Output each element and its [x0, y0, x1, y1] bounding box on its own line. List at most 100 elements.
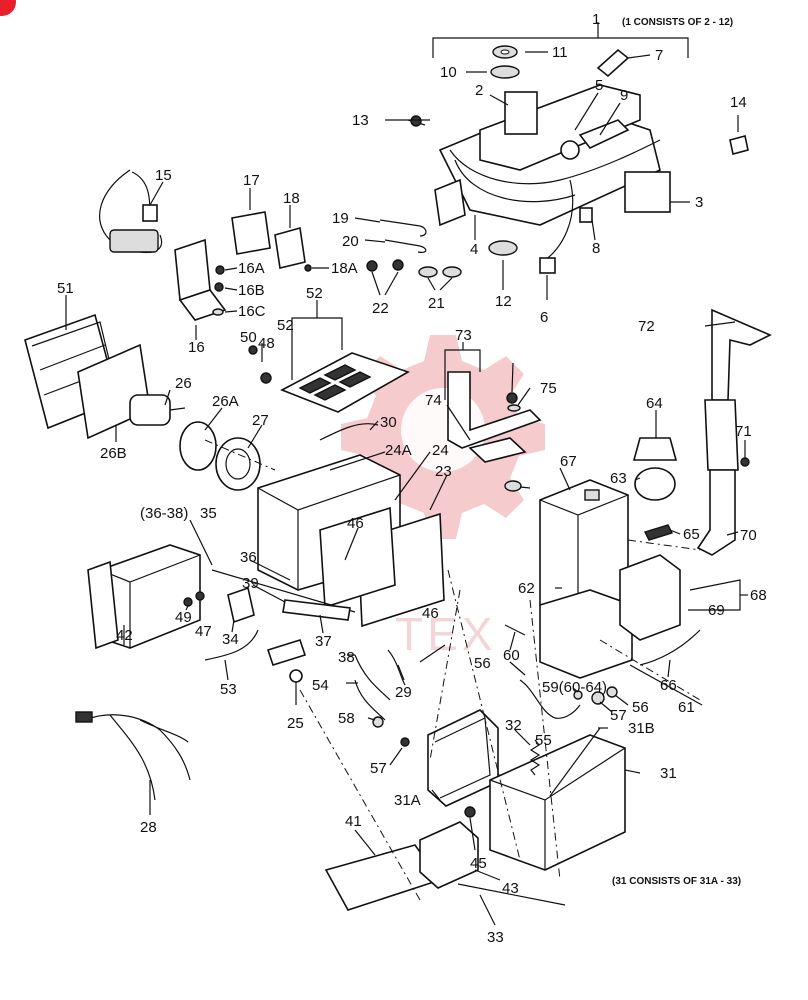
- part-labels: 1 (1 CONSISTS OF 2 - 12) 11 10 7 2 5 9 1…: [57, 11, 767, 946]
- label-22: 22: [372, 300, 389, 317]
- label-61: 63: [610, 470, 627, 487]
- grille-49: [280, 352, 410, 413]
- label-8: 8: [592, 240, 600, 257]
- label-30: 30: [380, 414, 397, 431]
- wire-64: [639, 629, 701, 666]
- label-19: 19: [332, 210, 349, 227]
- flange-26A: [179, 421, 217, 471]
- clamp-69: [740, 457, 750, 467]
- clamp-57b: [573, 690, 583, 700]
- label-52b: 55: [535, 732, 552, 749]
- label-24: 24: [432, 442, 449, 459]
- bolt-13: [407, 115, 426, 127]
- label-10: 10: [440, 64, 457, 81]
- label-69: 71: [735, 423, 752, 440]
- screw-22b: [392, 259, 404, 271]
- label-27: 27: [252, 412, 269, 429]
- label-21: 21: [428, 295, 445, 312]
- watermark-text: TEX: [395, 608, 496, 660]
- label-35: 35: [200, 505, 217, 522]
- label-41: 43: [502, 880, 519, 897]
- hose-38: [354, 654, 391, 701]
- nut-46b: [260, 372, 272, 384]
- label-18A: 18A: [331, 260, 358, 277]
- label-59: 61: [678, 699, 695, 716]
- snorkel-70: [696, 308, 772, 556]
- label-40: 41: [345, 813, 362, 830]
- motor-26: [129, 394, 186, 426]
- label-23: 23: [435, 463, 452, 480]
- wire-30: [319, 423, 379, 441]
- blower-wheel-27: [215, 437, 261, 491]
- clamp-19: [379, 219, 427, 237]
- label-39: 39: [242, 575, 259, 592]
- label-50: 52: [277, 317, 294, 334]
- label-36: 36: [240, 549, 257, 566]
- spring-32: [529, 739, 541, 776]
- hose-29: [387, 649, 406, 686]
- label-6: 6: [540, 309, 548, 326]
- label-16B: 16B: [238, 282, 265, 299]
- fitting-55: [591, 691, 605, 705]
- label-9: 9: [620, 87, 628, 104]
- hose-52b: [519, 679, 581, 719]
- label-37: 37: [315, 633, 332, 650]
- label-3: 3: [695, 194, 703, 211]
- label-58: 60: [503, 647, 520, 664]
- valve-25: [266, 639, 307, 683]
- label-38: 38: [338, 649, 355, 666]
- panel-44: [319, 506, 396, 609]
- nut-46a: [195, 591, 205, 601]
- enclosure-59: [539, 589, 633, 679]
- label-16C: 16C: [238, 303, 266, 320]
- clip-58: [504, 624, 526, 636]
- clip-56: [606, 686, 618, 698]
- bracket-1: [432, 22, 689, 58]
- label-44: 46: [347, 515, 364, 532]
- rod-31B: [549, 727, 601, 797]
- screw-47a: [183, 597, 193, 607]
- label-46a: 48: [258, 335, 275, 352]
- clamp-57a: [372, 716, 384, 728]
- washer-21b: [442, 266, 462, 278]
- label-34: 34: [222, 631, 239, 648]
- label-53: 56: [474, 655, 491, 672]
- header-note: (1 CONSISTS OF 2 - 12): [622, 17, 733, 28]
- grommet-12: [488, 240, 518, 256]
- label-47a: 50: [240, 329, 257, 346]
- cable-51: [204, 629, 259, 661]
- label-66: 68: [750, 587, 767, 604]
- label-28: 28: [140, 819, 157, 836]
- label-45: 46: [422, 605, 439, 622]
- label-55: 57: [610, 707, 627, 724]
- leader-lines: [65, 51, 748, 926]
- clamp-20: [384, 239, 427, 253]
- label-18: 18: [283, 190, 300, 207]
- label-16: 16: [188, 339, 205, 356]
- screw-47b: [248, 345, 258, 355]
- bracket-37: [282, 599, 351, 621]
- harness-28: [75, 711, 191, 801]
- gasket-72: [468, 437, 527, 463]
- pipe-71: [447, 371, 542, 449]
- label-49: 52: [306, 285, 323, 302]
- hose-52a: [354, 679, 386, 721]
- label-31: 31: [660, 765, 677, 782]
- screw-54: [400, 737, 410, 747]
- label-43: 45: [470, 855, 487, 872]
- washer-21a: [418, 266, 438, 278]
- label-20: 20: [342, 233, 359, 250]
- fan-62: [632, 437, 678, 461]
- label-31A: 31A: [394, 792, 421, 809]
- plate-63: [644, 524, 673, 541]
- screw-22a: [366, 260, 378, 272]
- label-54: 57: [370, 760, 387, 777]
- actuator-34: [227, 586, 255, 624]
- label-31B: 31B: [628, 720, 655, 737]
- label-42: 42: [116, 627, 133, 644]
- label-36-38: (36-38): [140, 505, 188, 522]
- label-4: 4: [470, 241, 478, 258]
- label-32: 32: [505, 717, 522, 734]
- label-16A: 16A: [238, 260, 265, 277]
